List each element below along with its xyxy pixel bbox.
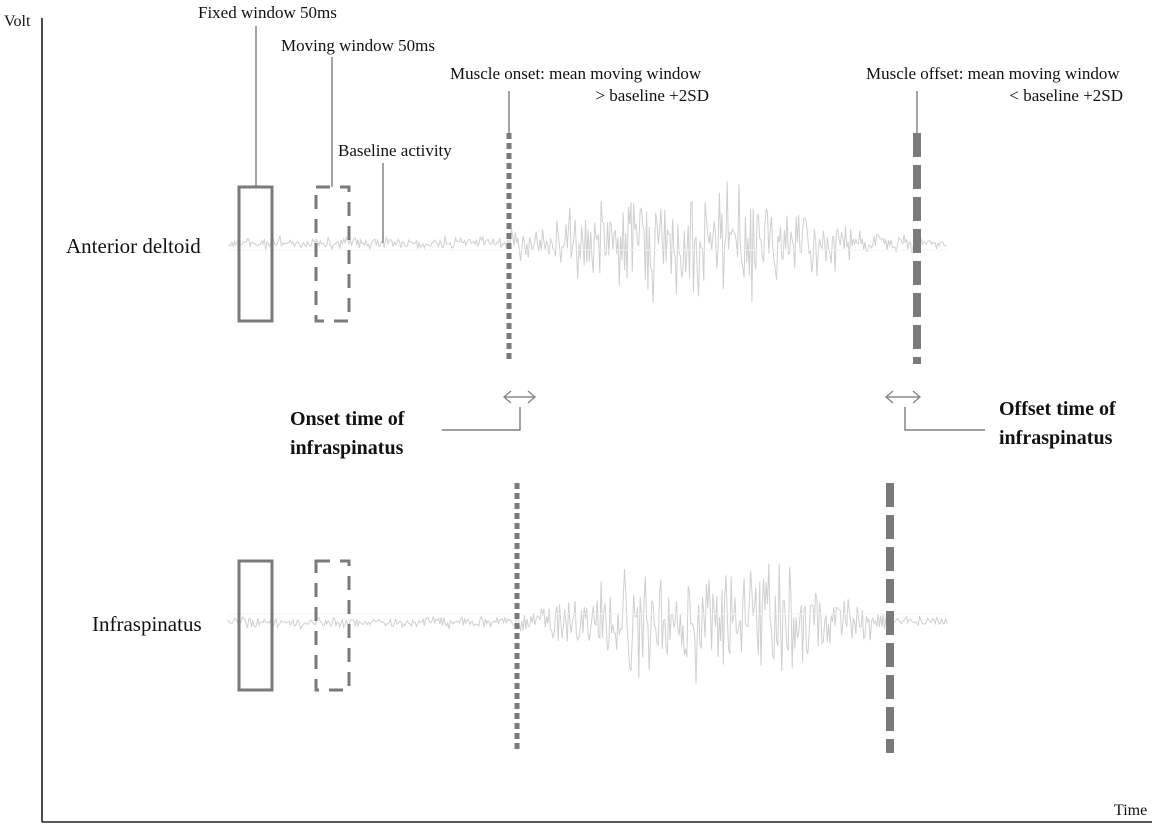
offset-time-label-line2: infraspinatus [999, 427, 1113, 449]
onset-time-label-line1: Onset time of [290, 408, 405, 430]
onset-time-leader [442, 407, 521, 431]
onset-criterion-line1: Muscle onset: mean moving window [450, 64, 702, 83]
emg-signal-path [227, 180, 948, 303]
moving-window-top [314, 185, 351, 323]
onset-double-arrow [502, 390, 537, 404]
offset-double-arrow [884, 390, 922, 404]
y-axis-label: Volt [4, 13, 31, 30]
moving-window-label: Moving window 50ms [281, 36, 435, 55]
offset-criterion-line1: Muscle offset: mean moving window [866, 64, 1120, 83]
fixed-window-top [237, 185, 274, 323]
offset-time-label-line1: Offset time of [999, 398, 1116, 420]
fixed-window-bottom [237, 559, 274, 692]
infraspinatus-emg-trace [227, 563, 948, 684]
moving-window-bottom [314, 559, 351, 692]
fixed-window-label: Fixed window 50ms [198, 3, 337, 22]
x-axis-label: Time [1114, 802, 1147, 819]
offset-criterion-line2: < baseline +2SD [1009, 86, 1123, 105]
anterior-deltoid-emg-trace [227, 180, 948, 303]
anterior-deltoid-label: Anterior deltoid [66, 234, 201, 258]
offset-time-leader [904, 407, 985, 431]
onset-criterion-line2: > baseline +2SD [595, 86, 709, 105]
emg-signal-path [227, 563, 948, 684]
infraspinatus-label: Infraspinatus [92, 612, 202, 636]
baseline-activity-label: Baseline activity [338, 141, 452, 160]
onset-time-label-line2: infraspinatus [290, 437, 404, 459]
